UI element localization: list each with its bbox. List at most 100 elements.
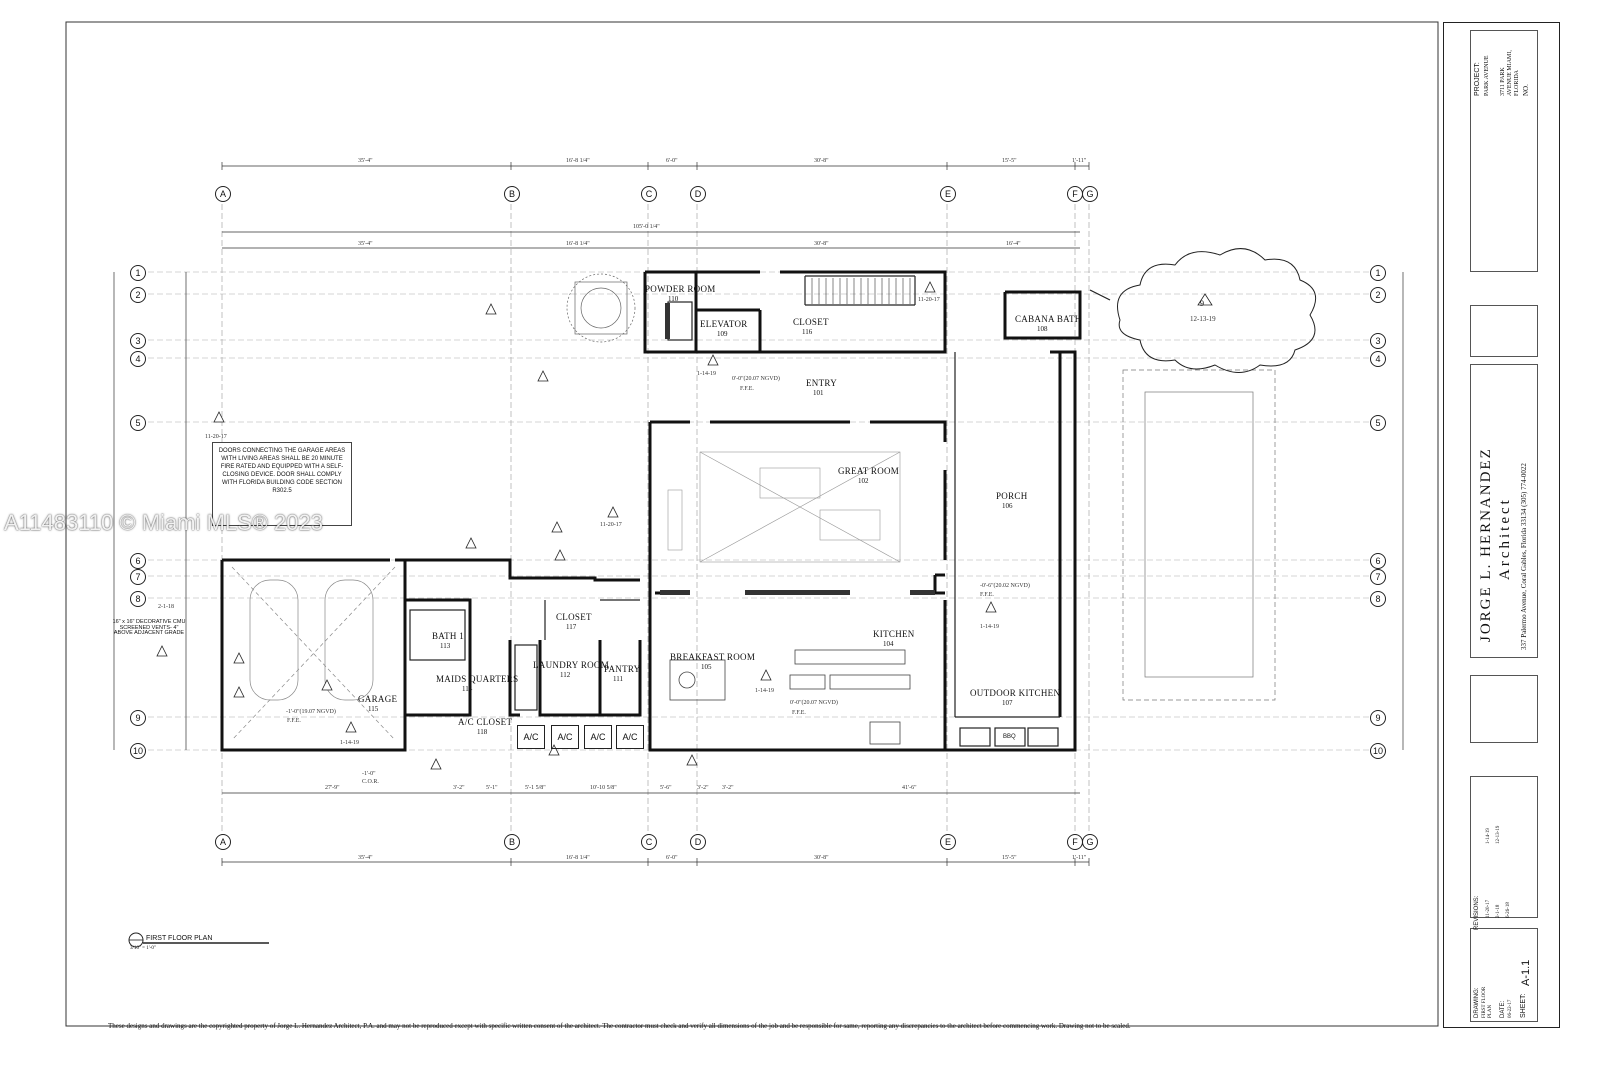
drawing-value: FIRST FLOOR PLAN bbox=[1482, 986, 1493, 1018]
grid-bubble-b-bottom: B bbox=[504, 834, 520, 850]
ac-unit-2: A/C bbox=[551, 725, 579, 749]
project-address: 3711 PARK AVENUE MIAMI, FLORIDA bbox=[1500, 50, 1521, 96]
ac-unit-3: A/C bbox=[584, 725, 612, 749]
architect-subtitle: Architect bbox=[1497, 497, 1513, 580]
grid-bubble-9-left: 9 bbox=[130, 710, 146, 726]
exterior-walls bbox=[220, 270, 1082, 752]
revisions-box bbox=[1470, 776, 1538, 918]
garage-cars bbox=[231, 566, 396, 741]
grid-bubble-g-bottom: G bbox=[1082, 834, 1098, 850]
grid-bubble-4-left: 4 bbox=[130, 351, 146, 367]
rev-date-3: 1-14-19 bbox=[697, 371, 716, 377]
dim-bot-5: 10'-10 5/8" bbox=[590, 785, 617, 791]
dim-top-5: 15'-5" bbox=[1002, 158, 1017, 164]
dim-bot2-5: 15'-5" bbox=[1002, 855, 1017, 861]
ffe-porch-tag: F.F.E. bbox=[980, 592, 994, 598]
ffe-entry-tag: F.F.E. bbox=[740, 386, 754, 392]
revision-5: 12-13-19 bbox=[1496, 825, 1501, 844]
grid-bubble-g-top: G bbox=[1082, 186, 1098, 202]
room-number-108: 108 bbox=[1037, 325, 1048, 333]
great-room-ceiling bbox=[667, 451, 901, 563]
room-number-118: 118 bbox=[477, 728, 488, 736]
room-label-garage: GARAGE bbox=[358, 694, 398, 704]
dim-bot-9: 41'-6" bbox=[902, 785, 917, 791]
dim-bot-7: 3'-2" bbox=[697, 785, 709, 791]
grid-bubble-6-right: 6 bbox=[1370, 553, 1386, 569]
dim-top-6: 1'-11" bbox=[1072, 158, 1087, 164]
room-label-closet-116: CLOSET bbox=[793, 317, 829, 327]
room-number-114: 114 bbox=[462, 685, 473, 693]
drawing-title: FIRST FLOOR PLAN bbox=[146, 935, 213, 942]
room-number-110: 110 bbox=[668, 295, 679, 303]
bbq-label: BBQ bbox=[1003, 734, 1016, 740]
revision-2: 2-1-18 bbox=[1496, 904, 1501, 918]
cloud-tag-date: 12-13-19 bbox=[1190, 315, 1216, 323]
room-label-outdoor-kitchen: OUTDOOR KITCHEN bbox=[970, 688, 1061, 698]
room-number-107: 107 bbox=[1002, 699, 1013, 707]
grid-bubble-7-right: 7 bbox=[1370, 569, 1386, 585]
ffe-entry: 0'-0"(20.07 NGVD) bbox=[732, 376, 780, 382]
grid-bubble-3-left: 3 bbox=[130, 333, 146, 349]
room-label-elevator: ELEVATOR bbox=[700, 319, 748, 329]
rev-date-4: 1-14-19 bbox=[980, 624, 999, 630]
room-number-113: 113 bbox=[440, 642, 451, 650]
rev-date-2: 2-1-18 bbox=[158, 604, 174, 610]
revision-3: 6-26-18 bbox=[1506, 902, 1511, 918]
kitchen-counters bbox=[660, 303, 935, 595]
grid-bubble-4-right: 4 bbox=[1370, 351, 1386, 367]
grid-bubble-6-left: 6 bbox=[130, 553, 146, 569]
grid-bubble-10-right: 10 bbox=[1370, 743, 1386, 759]
ffe-garage: -1'-0"(19.07 NGVD) bbox=[286, 709, 336, 715]
grid-bubble-10-left: 10 bbox=[130, 743, 146, 759]
room-number-112: 112 bbox=[560, 671, 571, 679]
grid-bubble-8-right: 8 bbox=[1370, 591, 1386, 607]
project-name: PARK AVENUE bbox=[1484, 55, 1490, 96]
dim-bot2-6: 1'-11" bbox=[1072, 855, 1087, 861]
grid-bubble-c-bottom: C bbox=[641, 834, 657, 850]
kitchen-island bbox=[669, 649, 911, 745]
sheet-box bbox=[1470, 928, 1538, 1022]
room-label-ac-closet: A/C CLOSET bbox=[458, 717, 513, 727]
drawing-label: DRAWING: bbox=[1474, 987, 1480, 1018]
room-label-cabana-bath: CABANA BATH bbox=[1015, 314, 1082, 324]
ffe-kitchen: 0'-0"(20.07 NGVD) bbox=[790, 700, 838, 706]
garage-fire-door-note: DOORS CONNECTING THE GARAGE AREAS WITH L… bbox=[212, 442, 352, 526]
dim-bot2-4: 30'-8" bbox=[814, 855, 829, 861]
room-number-117: 117 bbox=[566, 623, 577, 631]
ffe-porch: -0'-6"(20.02 NGVD) bbox=[980, 583, 1030, 589]
rev-date-1: 11-20-17 bbox=[205, 434, 227, 440]
rev-date-5: 1-14-19 bbox=[755, 688, 774, 694]
room-number-104: 104 bbox=[883, 640, 894, 648]
room-number-111: 111 bbox=[613, 675, 623, 683]
vent-note: 16" x 16" DECORATIVE CMU SCREENED VENTS-… bbox=[112, 619, 186, 636]
dim-bot-6: 5'-6" bbox=[660, 785, 672, 791]
dim-bot-4: 5'-1 5/8" bbox=[525, 785, 546, 791]
revision-4: 1-14-19 bbox=[1486, 828, 1491, 844]
project-no-label: NO. bbox=[1522, 84, 1530, 96]
room-number-115: 115 bbox=[368, 705, 379, 713]
ffe-kitchen-tag: F.F.E. bbox=[792, 710, 806, 716]
grid-bubble-1-right: 1 bbox=[1370, 265, 1386, 281]
interior-walls bbox=[409, 275, 1111, 747]
ffe-garage-tag: F.F.E. bbox=[287, 718, 301, 724]
room-label-bath-1: BATH 1 bbox=[432, 631, 465, 641]
dim-top-3: 6'-0" bbox=[666, 158, 678, 164]
room-number-116: 116 bbox=[802, 328, 813, 336]
grid-bubble-d-bottom: D bbox=[690, 834, 706, 850]
sheet-value: A-1.1 bbox=[1520, 959, 1532, 986]
grid-bubble-5-left: 5 bbox=[130, 415, 146, 431]
architect-name: JORGE L. HERNANDEZ bbox=[1478, 447, 1494, 642]
rev-date-8: 11-20-17 bbox=[918, 297, 940, 303]
grid-bubble-a-bottom: A bbox=[215, 834, 231, 850]
ac-unit-1: A/C bbox=[517, 725, 545, 749]
date-value: 06-22-17 bbox=[1508, 999, 1513, 1018]
logo-box-bottom bbox=[1470, 675, 1538, 743]
dim-bot2-1: 35'-4" bbox=[358, 855, 373, 861]
project-box bbox=[1470, 30, 1538, 272]
tree-planter bbox=[566, 273, 636, 343]
grid-bubble-2-right: 2 bbox=[1370, 287, 1386, 303]
dim-bot-2: 3'-2" bbox=[453, 785, 465, 791]
grid-lines-horizontal bbox=[148, 271, 1370, 751]
room-label-breakfast-room: BREAKFAST ROOM bbox=[670, 652, 756, 662]
